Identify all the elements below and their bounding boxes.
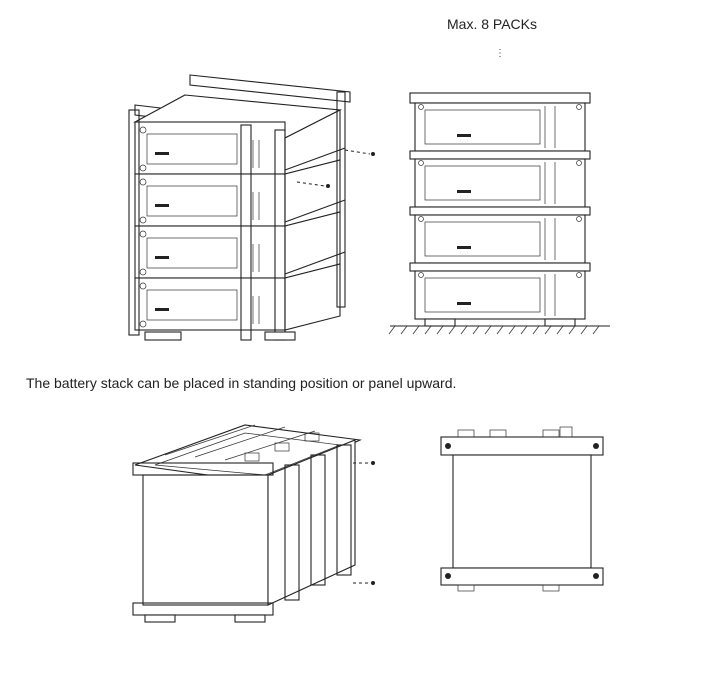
front-view-battery-stack-diagram — [385, 88, 615, 338]
isometric-battery-stack-diagram — [125, 70, 385, 345]
panel-upward-front-view-diagram — [438, 425, 608, 595]
max-packs-label: Max. 8 PACKs — [447, 16, 537, 32]
panel-upward-stack-diagram — [125, 405, 385, 635]
stack-orientation-caption: The battery stack can be placed in stand… — [26, 375, 457, 391]
vertical-ellipsis: ⋮ — [495, 48, 505, 59]
